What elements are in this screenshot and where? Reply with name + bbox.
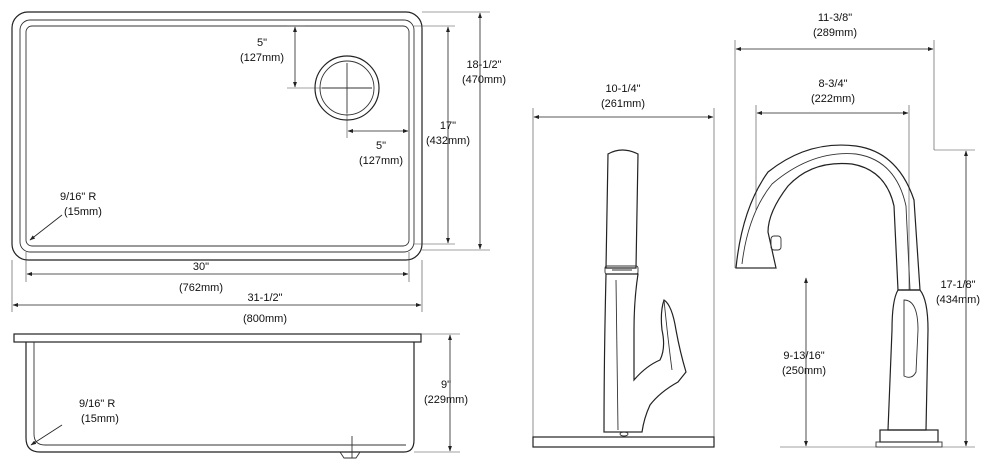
sink-top-view: 5" (127mm) 5" (127mm) 18-1/2" (470mm) 17… [11,11,506,325]
reach-imperial: 11-3/8" [818,12,852,24]
deck-plate [532,436,715,448]
bowl-depth-metric: (229mm) [424,394,468,406]
spray-button-icon [770,235,782,251]
outer-width-metric: (800mm) [243,313,287,325]
faucet-front-view: 10-1/4" (261mm) [532,83,715,448]
lever-handle [903,299,919,378]
drain-outlet [339,451,361,459]
faucet-side-view: 11-3/8" (289mm) 8-3/4" (222mm) 17-1/8" (… [734,12,980,448]
spout-reach-metric: (222mm) [811,93,855,105]
drain-side-offset-imperial: 5" [376,140,386,152]
drain-side-offset-metric: (127mm) [359,155,403,167]
faucet-side-body [887,289,929,431]
faucet-body [603,273,687,433]
bowl-depth-imperial: 9" [441,379,451,391]
top-corner-radius-metric: (15mm) [64,206,102,218]
side-deck-plate [879,429,939,443]
sink-rim-inner [19,19,415,253]
sprayer-head [605,149,639,269]
inner-width-imperial: 30" [193,261,209,273]
spout-height-imperial: 9-13/16" [783,350,824,362]
sink-outer-rim [11,11,423,261]
inner-width-metric: (762mm) [179,282,223,294]
drain-icon [314,55,380,121]
drain-top-offset-metric: (127mm) [240,52,284,64]
inner-depth-imperial: 17" [440,120,456,132]
outer-width-imperial: 31-1/2" [247,292,282,304]
total-height-imperial: 17-1/8" [940,279,975,291]
sink-side-view: 9" (229mm) 9/16" R (15mm) [13,333,468,459]
sink-flange [13,333,422,343]
sink-bowl-outline [25,25,410,247]
sink-bowl-side [25,342,415,453]
side-corner-radius-metric: (15mm) [81,413,119,425]
inner-depth-metric: (432mm) [426,135,470,147]
drain-top-offset-imperial: 5" [257,37,267,49]
top-corner-radius-imperial: 9/16" R [60,191,96,203]
spout-height-metric: (250mm) [782,365,826,377]
total-height-metric: (434mm) [936,294,980,306]
outer-depth-metric: (470mm) [462,74,506,86]
reach-metric: (289mm) [813,27,857,39]
side-corner-radius-imperial: 9/16" R [79,398,115,410]
outer-depth-imperial: 18-1/2" [466,59,501,71]
plate-width-metric: (261mm) [601,98,645,110]
faucet-spout [735,144,921,291]
spout-reach-imperial: 8-3/4" [819,78,848,90]
plate-width-imperial: 10-1/4" [605,83,640,95]
